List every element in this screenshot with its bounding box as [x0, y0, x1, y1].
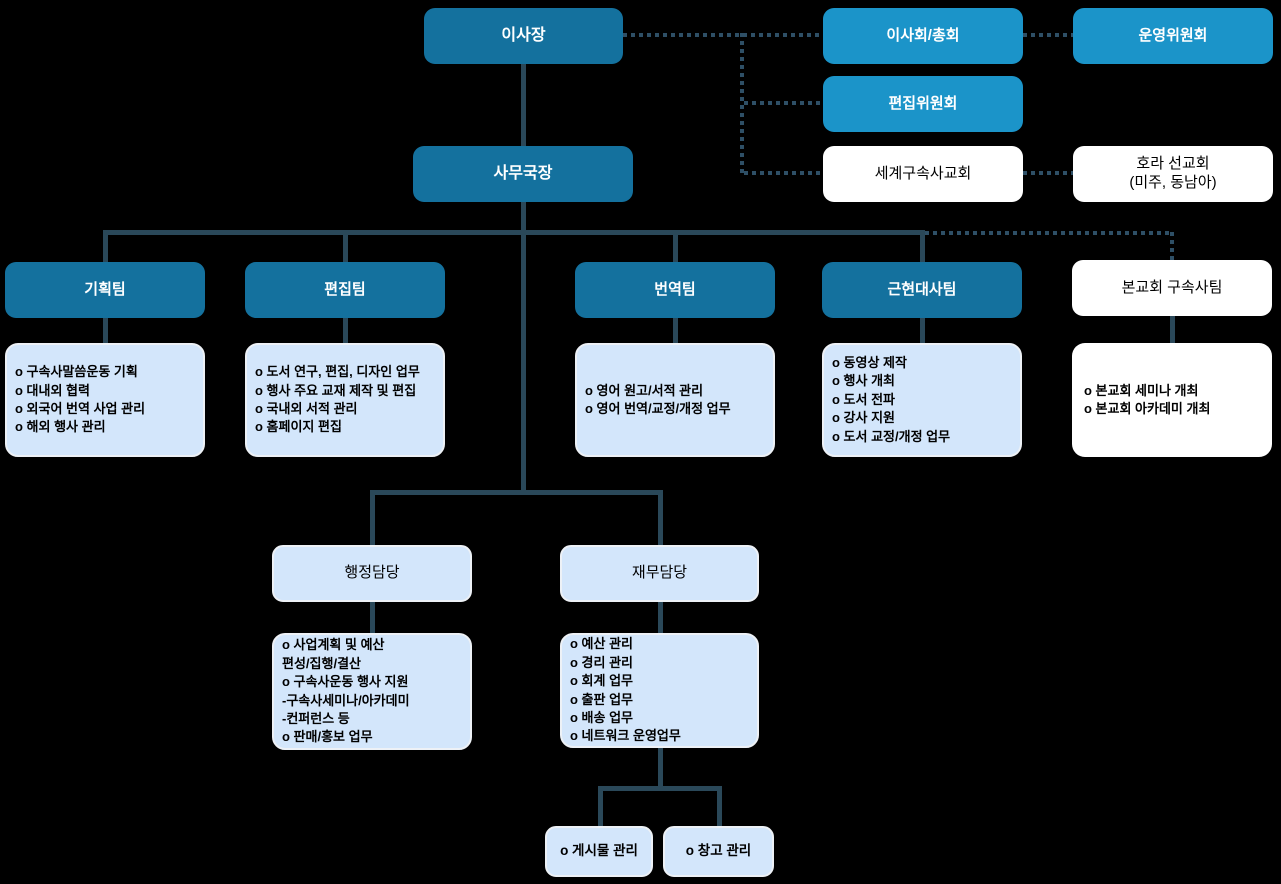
- dotted-branch-world-church: [744, 171, 823, 175]
- node-posts-management: o 게시물 관리: [545, 826, 653, 877]
- node-translation-team: 번역팀: [575, 262, 775, 318]
- dotted-board-steering: [1023, 33, 1073, 37]
- connector-secretary-down: [521, 202, 526, 490]
- node-finance-staff: 재무담당: [560, 545, 759, 602]
- node-steering-committee: 운영위원회: [1073, 8, 1273, 64]
- connector-drop-finance: [658, 495, 663, 545]
- dotted-drop-main-church: [1170, 231, 1174, 260]
- node-modern-history-team: 근현대사팀: [822, 262, 1022, 318]
- dotted-teams-extension: [925, 231, 1172, 235]
- duties-planning-team: o 구속사말씀운동 기획 o 대내외 협력 o 외국어 번역 사업 관리 o 해…: [5, 343, 205, 457]
- connector-modern-history-duties: [920, 318, 925, 343]
- node-warehouse-management: o 창고 관리: [663, 826, 774, 877]
- node-planning-team: 기획팀: [5, 262, 205, 318]
- duties-finance-staff: o 예산 관리 o 경리 관리 o 회계 업무 o 출판 업무 o 배송 업무 …: [560, 633, 759, 748]
- node-editorial-committee: 편집위원회: [823, 76, 1023, 132]
- node-board-assembly: 이사회/총회: [823, 8, 1023, 64]
- connector-staff-horizontal: [370, 490, 663, 495]
- duties-main-church-team: o 본교회 세미나 개최 o 본교회 아카데미 개최: [1072, 343, 1272, 457]
- duties-editing-team: o 도서 연구, 편집, 디자인 업무 o 행사 주요 교재 제작 및 편집 o…: [245, 343, 445, 457]
- duties-modern-history-team: o 동영상 제작 o 행사 개최 o 도서 전파 o 강사 지원 o 도서 교정…: [822, 343, 1022, 457]
- node-chairman: 이사장: [424, 8, 623, 64]
- connector-main-church-duties: [1170, 316, 1175, 343]
- node-editing-team: 편집팀: [245, 262, 445, 318]
- connector-drop-warehouse: [717, 791, 722, 826]
- dotted-world-church-hora: [1023, 171, 1073, 175]
- node-hora-mission: 호라 선교회 (미주, 동남아): [1073, 146, 1273, 202]
- connector-bottom-horizontal: [598, 786, 722, 791]
- connector-drop-translation: [673, 230, 678, 262]
- node-world-church: 세계구속사교회: [823, 146, 1023, 202]
- connector-drop-planning: [103, 230, 108, 262]
- connector-drop-modern-history: [920, 230, 925, 262]
- node-secretary-general: 사무국장: [413, 146, 633, 202]
- connector-editing-duties: [343, 318, 348, 343]
- dotted-branch-vertical: [740, 33, 744, 173]
- duties-admin-staff: o 사업계획 및 예산 편성/집행/결산 o 구속사운동 행사 지원 -구속사세…: [272, 633, 472, 750]
- dotted-chairman-board: [623, 33, 823, 37]
- dotted-branch-editorial: [744, 101, 823, 105]
- connector-teams-horizontal: [103, 230, 925, 235]
- connector-drop-admin: [370, 495, 375, 545]
- connector-drop-posts: [598, 791, 603, 826]
- connector-admin-duties: [370, 602, 375, 633]
- node-main-church-team: 본교회 구속사팀: [1072, 260, 1272, 316]
- node-admin-staff: 행정담당: [272, 545, 472, 602]
- connector-translation-duties: [673, 318, 678, 343]
- connector-chairman-secretary: [521, 64, 526, 146]
- connector-drop-editing: [343, 230, 348, 262]
- connector-finance-duties: [658, 602, 663, 633]
- duties-translation-team: o 영어 원고/서적 관리 o 영어 번역/교정/개정 업무: [575, 343, 775, 457]
- connector-finance-down: [658, 748, 663, 786]
- connector-planning-duties: [103, 318, 108, 343]
